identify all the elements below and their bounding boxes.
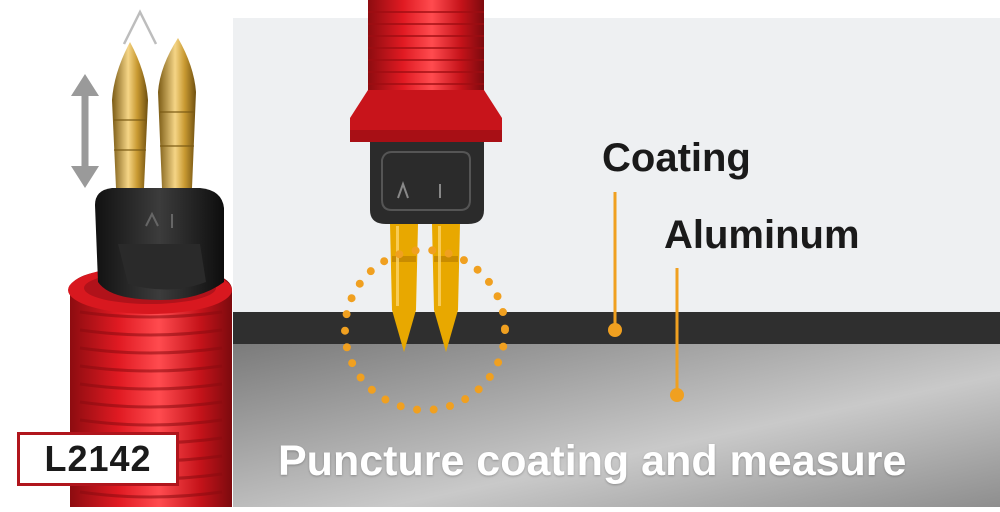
coating-label: Coating [602, 136, 751, 180]
caption: Puncture coating and measure [278, 437, 907, 485]
puncture-highlight-circle [341, 246, 509, 414]
model-number: L2142 [44, 438, 152, 479]
center-probe [350, 0, 502, 224]
aluminum-label: Aluminum [664, 213, 860, 257]
aluminum-pointer [670, 268, 684, 402]
model-badge: L2142 [17, 432, 179, 486]
chevron-up-icon [122, 9, 158, 45]
vertical-double-arrow-icon [71, 74, 99, 188]
aluminum-layer [233, 342, 1000, 507]
coating-pointer [608, 192, 622, 337]
